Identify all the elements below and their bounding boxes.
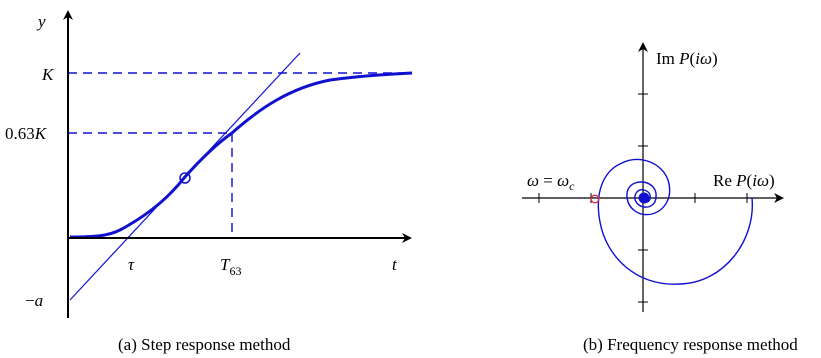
imag-axis-ticks: [638, 93, 648, 303]
imag-axis-label: Im P(iω): [656, 49, 718, 68]
nyquist-spiral-curve: [597, 158, 753, 285]
minus-a-label: −a: [25, 291, 43, 310]
step-response-panel: y t K 0.63K −a τ T63 (a) Step response m…: [5, 10, 413, 354]
real-axis-label: Re P(iω): [713, 171, 775, 190]
step-response-curve: [69, 71, 413, 239]
t63-label: T63: [220, 255, 241, 278]
spiral-center-dot: [638, 192, 650, 204]
crossover-frequency-label: ω = ωc: [527, 171, 575, 193]
y-axis-label: y: [36, 12, 46, 31]
caption-frequency-response: (b) Frequency response method: [583, 335, 798, 354]
tau-label: τ: [128, 255, 135, 274]
inflection-point-marker: [179, 172, 191, 184]
k-label: K: [41, 65, 55, 84]
x-axis-label: t: [392, 255, 398, 274]
crossover-marker: [590, 194, 600, 204]
caption-step-response: (a) Step response method: [118, 335, 291, 354]
frequency-response-panel: Im P(iω) Re P(iω) ω = ωc (b) Frequency r…: [522, 42, 798, 354]
063k-label: 0.63K: [5, 124, 48, 143]
